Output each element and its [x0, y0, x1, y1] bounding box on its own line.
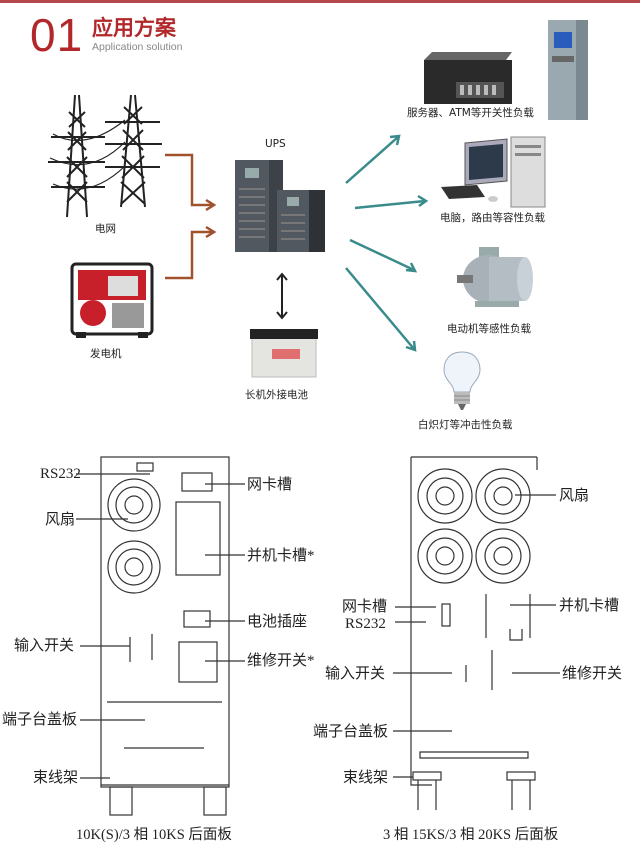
generator-icon	[70, 262, 154, 338]
label-fan-right: 风扇	[559, 488, 590, 504]
motor-icon	[457, 247, 533, 307]
label-cable-rack: 束线架	[33, 770, 79, 786]
generator-to-ups-arrow	[165, 225, 217, 280]
arrow-to-bulb	[345, 267, 417, 352]
load-label-server-atm: 服务器、ATM等开关性负载	[407, 107, 534, 119]
label-fan: 风扇	[45, 512, 76, 528]
grid-to-ups-arrow	[165, 153, 217, 212]
label-battery-socket: 电池插座	[247, 614, 308, 630]
server-atm-icon	[424, 20, 588, 120]
label-parallel-card-slot: 并机卡槽*	[247, 548, 315, 564]
grid-label: 电网	[95, 223, 116, 235]
label-network-card-slot-right: 网卡槽	[342, 599, 388, 615]
load-label-computer: 电脑，路由等容性负载	[440, 212, 545, 224]
label-parallel-card-slot-right: 并机卡槽	[559, 598, 620, 614]
label-cable-rack-right: 束线架	[343, 770, 389, 786]
label-maintenance-switch-right: 维修开关	[562, 666, 623, 682]
generator-label: 发电机	[90, 348, 122, 360]
load-label-motor: 电动机等感性负载	[447, 323, 531, 335]
caption-rear-panel-15k-20k: 3 相 15KS/3 相 20KS 后面板	[383, 827, 559, 843]
label-terminal-cover-right: 端子台盖板	[313, 724, 389, 740]
section-title: 应用方案	[92, 16, 176, 40]
label-terminal-cover: 端子台盖板	[2, 712, 78, 728]
lightbulb-icon	[443, 351, 481, 410]
label-rs232: RS232	[40, 466, 81, 482]
arrow-to-computer	[354, 194, 429, 210]
load-label-bulb: 白炽灯等冲击性负载	[418, 419, 513, 431]
top-border	[0, 0, 640, 3]
section-subtitle: Application solution	[92, 41, 183, 53]
label-input-switch: 输入开关	[14, 638, 75, 654]
label-input-switch-right: 输入开关	[325, 666, 386, 682]
computer-icon	[441, 136, 546, 208]
battery-icon	[250, 329, 318, 378]
caption-rear-panel-10k: 10K(S)/3 相 10KS 后面板	[76, 827, 232, 843]
arrow-to-motor	[349, 238, 418, 273]
section-number: 01	[30, 9, 84, 61]
label-network-card-slot: 网卡槽	[247, 477, 293, 493]
ups-label: UPS	[265, 138, 286, 150]
power-tower-icon	[48, 94, 162, 218]
bidirectional-arrow	[276, 272, 288, 320]
label-maintenance-switch: 维修开关*	[247, 653, 315, 669]
label-rs232-right: RS232	[345, 616, 386, 632]
ups-icon	[235, 160, 325, 252]
battery-label: 长机外接电池	[245, 389, 308, 401]
arrow-to-server	[345, 134, 401, 184]
